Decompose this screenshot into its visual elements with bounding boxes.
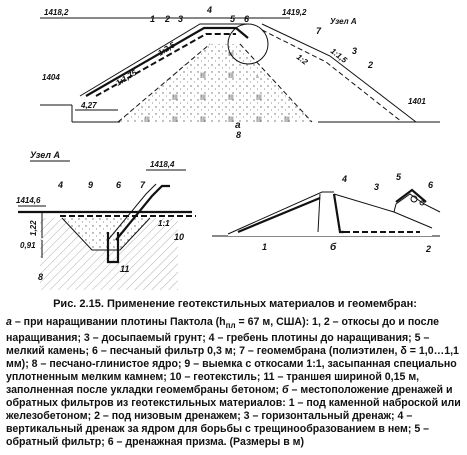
caption-part-a-letter: а <box>6 316 12 328</box>
slope-175: 1:1,75 <box>114 68 138 88</box>
downstream-inner <box>261 29 403 123</box>
dam-b-core-drain <box>332 193 344 234</box>
num-4-node: 4 <box>57 180 63 190</box>
dam-b-body <box>228 194 432 236</box>
num-1-a: 1 <box>150 14 155 24</box>
dam-b-reverse-filter <box>395 188 427 203</box>
diagram-b: 1 4 3 5 6 2 б <box>212 172 441 254</box>
elev-1401: 1401 <box>408 97 426 106</box>
num-6-b: 6 <box>428 180 434 190</box>
num-1-b: 1 <box>262 242 267 252</box>
num-2b-a: 2 <box>367 60 373 70</box>
num-2-b: 2 <box>425 244 431 254</box>
elev-1404: 1404 <box>42 73 60 82</box>
diagram-a: 1418,2 1419,2 1404 1401 4,27 Узел А 1:1,… <box>40 5 440 140</box>
num-6-node: 6 <box>116 180 122 190</box>
node-a-label: Узел А <box>330 17 357 26</box>
num-3-b: 3 <box>374 182 379 192</box>
num-7-a: 7 <box>316 26 322 36</box>
node-a-trench <box>106 232 120 264</box>
num-2-a: 2 <box>164 14 170 24</box>
caption-part-a-text: – при наращивании плотины Пактола (h <box>11 316 226 328</box>
letter-a: а <box>235 120 241 131</box>
caption-body: а – при наращивании плотины Пактола (hпл… <box>6 316 464 449</box>
num-3b-a: 3 <box>352 46 357 56</box>
old-slope-upstream <box>117 43 211 123</box>
dam-b-filter-up <box>237 196 321 234</box>
elev-14146: 1414,6 <box>16 196 41 205</box>
caption-part-a-text2: = 67 м, США): 1, 2 – откосы до и после н… <box>6 316 459 397</box>
letter-b: б <box>330 241 337 253</box>
node-a-detail: Узел А 1414,6 1418,4 1,22 0,91 1:1 4 9 6… <box>16 150 196 290</box>
clay-core-hatch <box>140 52 300 122</box>
num-10-node: 10 <box>174 232 184 242</box>
node-a-slope-inner <box>107 183 157 241</box>
node-a-circle <box>227 23 269 65</box>
num-3-a: 3 <box>178 14 183 24</box>
dim-427: 4,27 <box>80 101 97 110</box>
node-a-slope <box>115 184 170 241</box>
elev-14192: 1419,2 <box>282 8 307 17</box>
slope-2: 1:2 <box>295 52 310 67</box>
dam-b-prism <box>410 195 418 203</box>
geomembrane-line <box>95 33 236 97</box>
num-5-a: 5 <box>230 14 236 24</box>
elev-14184: 1418,4 <box>150 160 175 169</box>
caption-part-b-letter: б <box>282 384 289 397</box>
num-9-node: 9 <box>88 180 93 190</box>
num-5-b: 5 <box>396 172 402 182</box>
dim-122: 1,22 <box>29 220 38 236</box>
node-a-cut-outline <box>61 217 151 251</box>
num-8-node: 8 <box>38 272 43 282</box>
num-4-b: 4 <box>341 174 347 184</box>
num-7-node: 7 <box>140 180 146 190</box>
num-8-a: 8 <box>236 130 241 140</box>
figure-caption: Рис. 2.15. Применение геотекстильных мат… <box>6 298 464 449</box>
elev-14182: 1418,2 <box>44 8 69 17</box>
new-slope-upstream <box>79 23 248 97</box>
slope-11: 1:1 <box>158 219 170 228</box>
node-a-title: Узел А <box>30 150 60 160</box>
dim-091: 0,91 <box>20 241 36 250</box>
dam-b-drain-right <box>393 193 441 213</box>
caption-part-b-text: – местоположение дренажей и обратных фил… <box>6 384 461 449</box>
dam-b-prism2 <box>419 200 425 206</box>
caption-part-a-sub: пл <box>225 321 236 331</box>
num-11-node: 11 <box>120 264 129 274</box>
num-4-a: 4 <box>206 5 212 15</box>
num-6-a: 6 <box>244 14 250 24</box>
figure-drawing: ‖‖ 1418,2 1419,2 1404 1401 4,27 Узел <box>16 5 441 290</box>
old-slope-downstream <box>239 43 313 123</box>
caption-title: Рис. 2.15. Применение геотекстильных мат… <box>53 298 417 310</box>
dam-b-upstream <box>227 191 334 235</box>
geomembrane-upstream <box>85 26 249 97</box>
dam-b-core <box>317 193 321 233</box>
new-slope-downstream <box>261 23 417 123</box>
